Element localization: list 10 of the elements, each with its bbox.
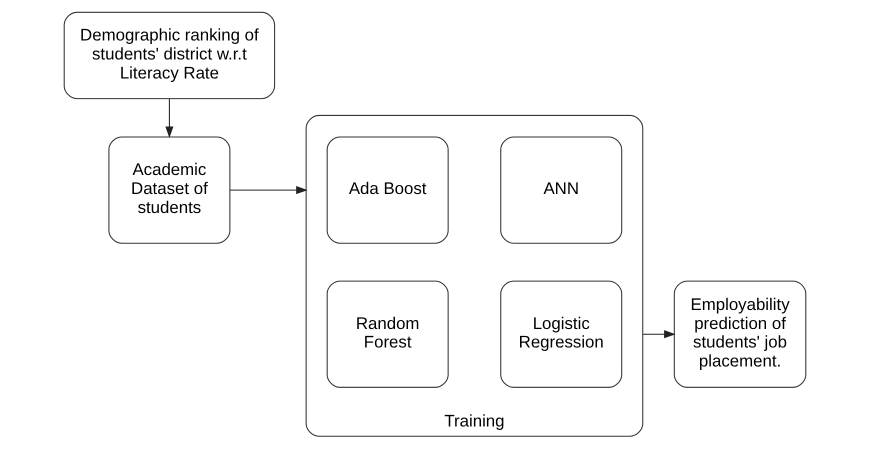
arrow xyxy=(165,98,174,138)
node-box: Logistic Regression xyxy=(500,280,622,388)
arrow xyxy=(230,186,308,194)
node-box: Demographic ranking of students' district w.r.t Literacy Rate xyxy=(64,12,276,100)
arrow xyxy=(642,330,676,338)
node-box: Academic Dataset of students xyxy=(108,136,230,244)
node-box: ANN xyxy=(500,136,622,244)
node-box: Ada Boost xyxy=(326,136,449,244)
node-box: Employability prediction of students' job placement. xyxy=(674,280,806,388)
node-box: Random Forest xyxy=(326,280,449,388)
